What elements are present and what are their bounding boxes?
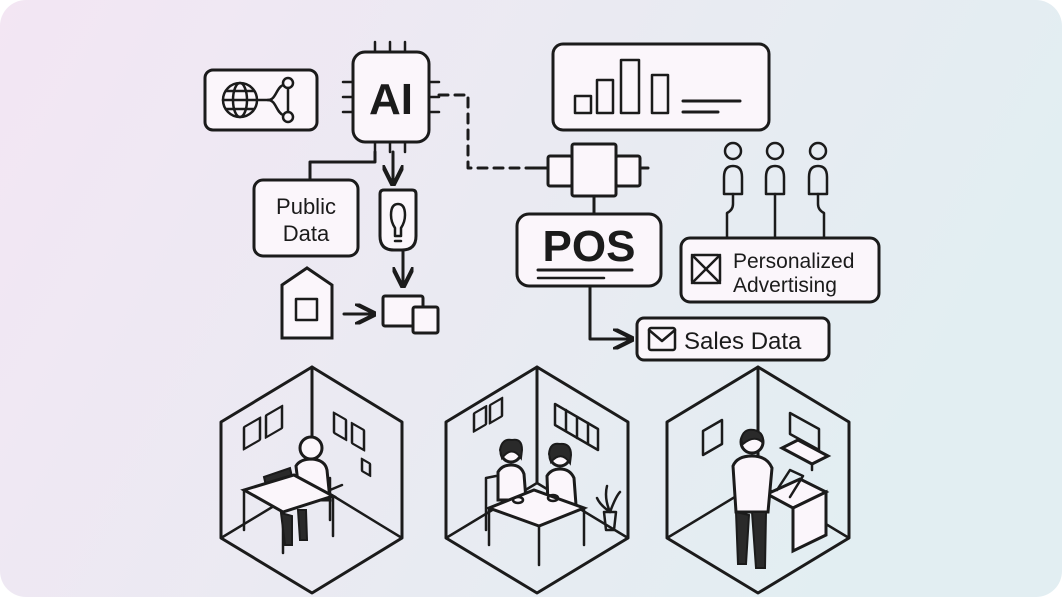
envelope-icon bbox=[647, 326, 677, 352]
public-data-line2: Data bbox=[283, 221, 330, 246]
sales-data-label: Sales Data bbox=[684, 328, 802, 355]
room-two-people-at-table bbox=[444, 365, 630, 595]
personalized-advertising-box: Personalized Advertising bbox=[679, 236, 881, 304]
house-icon bbox=[280, 266, 334, 340]
personalized-advertising-line1: Personalized bbox=[733, 250, 854, 273]
devices-icon bbox=[381, 294, 440, 335]
room-person-at-laptop bbox=[219, 365, 404, 595]
ai-chip-label: AI bbox=[369, 75, 413, 124]
arrow-pos-to-sales bbox=[588, 284, 630, 339]
x-box-icon bbox=[690, 253, 722, 285]
person-figure bbox=[764, 141, 786, 196]
people-icon bbox=[722, 141, 829, 240]
person-figure bbox=[722, 141, 744, 196]
person-figure bbox=[807, 141, 829, 196]
personalized-advertising-line2: Advertising bbox=[733, 274, 837, 297]
sales-data-box: Sales Data bbox=[635, 316, 831, 362]
pos-terminal-box: POS bbox=[515, 212, 663, 288]
ai-chip-icon: AI bbox=[341, 40, 441, 154]
dashed-link-ai-to-pos bbox=[437, 93, 550, 170]
analytics-box bbox=[551, 42, 771, 132]
lightbulb-icon bbox=[378, 188, 418, 252]
room-person-standing-at-counter bbox=[665, 365, 851, 595]
network-box bbox=[203, 68, 319, 132]
public-data-box: Public Data bbox=[252, 178, 360, 258]
connector-plug-icon bbox=[533, 142, 650, 216]
globe-network-icon bbox=[221, 76, 295, 124]
bar-chart-icon bbox=[573, 58, 742, 115]
pos-label: POS bbox=[543, 222, 636, 271]
public-data-line1: Public bbox=[276, 194, 336, 219]
link-ai-to-public-data bbox=[308, 150, 377, 182]
